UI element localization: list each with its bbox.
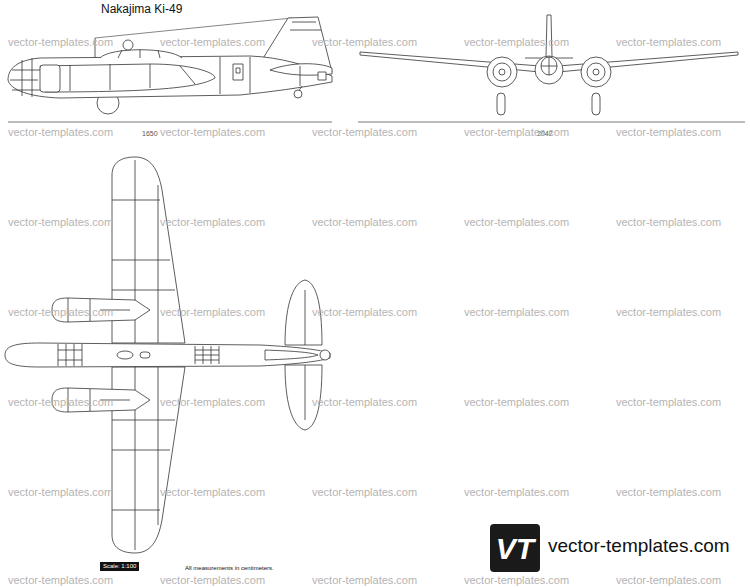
side-view-part bbox=[236, 68, 240, 73]
side-view-part bbox=[123, 40, 133, 50]
front-view-part bbox=[592, 93, 600, 115]
watermark: vector-templates.com bbox=[8, 486, 113, 498]
watermark: vector-templates.com bbox=[160, 306, 265, 318]
watermark: vector-templates.com bbox=[160, 126, 265, 138]
watermark: vector-templates.com bbox=[616, 36, 721, 48]
watermark: vector-templates.com bbox=[160, 396, 265, 408]
front-view-part bbox=[499, 69, 505, 75]
watermark: vector-templates.com bbox=[8, 126, 113, 138]
top-view bbox=[5, 157, 330, 553]
side-view-part bbox=[10, 58, 40, 97]
watermark: vector-templates.com bbox=[464, 216, 569, 228]
front-view-part bbox=[587, 63, 605, 81]
watermark: vector-templates.com bbox=[464, 574, 569, 586]
watermark: vector-templates.com bbox=[312, 574, 417, 586]
watermark: vector-templates.com bbox=[464, 36, 569, 48]
dimension-line bbox=[8, 122, 745, 123]
side-view-part bbox=[70, 64, 195, 91]
dimension-line-part bbox=[358, 122, 745, 123]
front-view bbox=[360, 15, 738, 115]
watermark: vector-templates.com bbox=[312, 126, 417, 138]
watermark: vector-templates.com bbox=[464, 306, 569, 318]
watermark: vector-templates.com bbox=[464, 126, 569, 138]
logo-text: vector-templates.com bbox=[548, 536, 730, 557]
top-view-part bbox=[58, 344, 82, 366]
side-view-part bbox=[8, 56, 332, 98]
side-view-part bbox=[40, 64, 215, 92]
watermark: vector-templates.com bbox=[464, 486, 569, 498]
watermark: vector-templates.com bbox=[616, 574, 721, 586]
top-view-part bbox=[265, 350, 318, 360]
front-view-part bbox=[493, 63, 511, 81]
watermark: vector-templates.com bbox=[160, 216, 265, 228]
side-view-part bbox=[220, 57, 300, 94]
watermark: vector-templates.com bbox=[616, 396, 721, 408]
top-view-part bbox=[5, 343, 330, 367]
side-view-part bbox=[318, 72, 326, 80]
watermark: vector-templates.com bbox=[464, 396, 569, 408]
front-view-part bbox=[581, 57, 611, 87]
watermark: vector-templates.com bbox=[160, 486, 265, 498]
top-view-part bbox=[140, 352, 150, 358]
side-view bbox=[8, 17, 332, 114]
watermark: vector-templates.com bbox=[312, 36, 417, 48]
top-view-part bbox=[320, 350, 330, 360]
watermark: vector-templates.com bbox=[616, 306, 721, 318]
watermark: vector-templates.com bbox=[8, 306, 113, 318]
side-view-part bbox=[290, 22, 321, 30]
front-view-part bbox=[541, 57, 557, 75]
watermark: vector-templates.com bbox=[8, 216, 113, 228]
watermark: vector-templates.com bbox=[312, 216, 417, 228]
front-view-part bbox=[541, 57, 557, 75]
watermark: vector-templates.com bbox=[312, 306, 417, 318]
front-view-part bbox=[593, 69, 599, 75]
side-view-part bbox=[100, 50, 182, 58]
side-view-part bbox=[233, 64, 243, 80]
watermark: vector-templates.com bbox=[616, 126, 721, 138]
top-view-part bbox=[117, 351, 133, 359]
scale-note: Scale: 1:100 bbox=[100, 562, 139, 571]
watermark: vector-templates.com bbox=[8, 396, 113, 408]
watermark: vector-templates.com bbox=[312, 486, 417, 498]
front-view-part bbox=[535, 56, 563, 84]
side-view-part bbox=[118, 49, 160, 58]
front-view-part bbox=[487, 57, 517, 87]
dimension-line-part bbox=[8, 122, 332, 123]
side-view-part bbox=[95, 18, 292, 38]
logo-mark: VT bbox=[490, 524, 540, 572]
watermark: vector-templates.com bbox=[616, 216, 721, 228]
watermark: vector-templates.com bbox=[616, 486, 721, 498]
dimension-label: 1650 bbox=[142, 130, 158, 138]
watermark: vector-templates.com bbox=[160, 574, 265, 586]
watermark: vector-templates.com bbox=[160, 36, 265, 48]
top-view-part bbox=[195, 346, 219, 364]
side-view-part bbox=[40, 65, 60, 92]
title: Nakajima Ki-49 bbox=[101, 3, 182, 16]
side-view-part bbox=[294, 90, 302, 98]
units-note: All measurements in centimeters. bbox=[185, 565, 274, 572]
watermark: vector-templates.com bbox=[8, 36, 113, 48]
front-view-part bbox=[497, 93, 505, 115]
watermark: vector-templates.com bbox=[8, 574, 113, 586]
watermark: vector-templates.com bbox=[312, 396, 417, 408]
